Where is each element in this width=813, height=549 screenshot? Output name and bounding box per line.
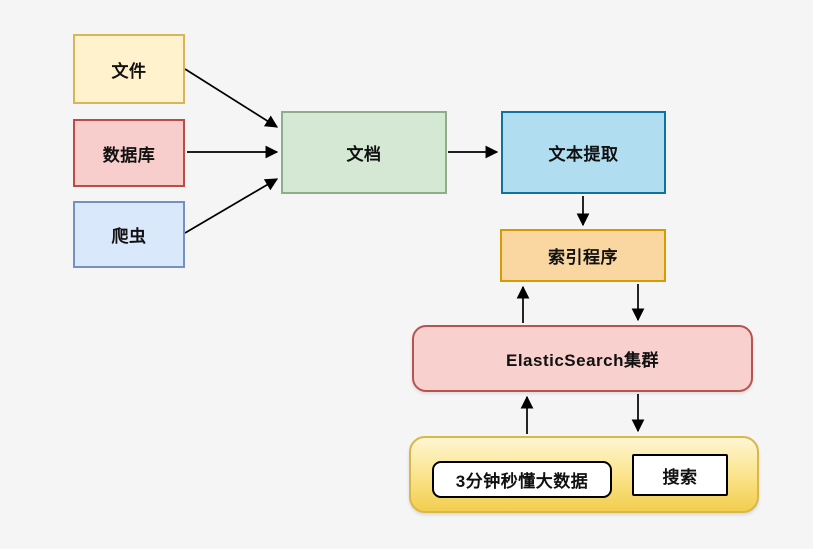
node-text-extraction: 文本提取 bbox=[501, 111, 666, 194]
node-database-label: 数据库 bbox=[102, 145, 156, 165]
search-box: 搜索 bbox=[632, 454, 728, 496]
node-document-label: 文档 bbox=[346, 145, 382, 164]
node-crawler: 爬虫 bbox=[73, 201, 185, 268]
search-label: 搜索 bbox=[662, 467, 698, 487]
node-document: 文档 bbox=[281, 111, 447, 194]
node-file: 文件 bbox=[73, 34, 185, 104]
node-database: 数据库 bbox=[73, 119, 185, 187]
edge-file-document bbox=[184, 68, 279, 128]
watermark-badge: 3分钟秒懂大数据 bbox=[432, 461, 612, 498]
node-indexer: 索引程序 bbox=[500, 229, 666, 282]
node-text-extraction-label: 文本提取 bbox=[548, 145, 619, 164]
watermark-label: 3分钟秒懂大数据 bbox=[455, 472, 589, 491]
edge-crawler-document bbox=[184, 178, 279, 234]
node-es-cluster-label: ElasticSearch集群 bbox=[505, 351, 659, 370]
node-indexer-label: 索引程序 bbox=[548, 248, 618, 267]
node-es-cluster: ElasticSearch集群 bbox=[412, 325, 753, 392]
node-crawler-label: 爬虫 bbox=[111, 227, 147, 246]
node-file-label: 文件 bbox=[111, 61, 147, 81]
